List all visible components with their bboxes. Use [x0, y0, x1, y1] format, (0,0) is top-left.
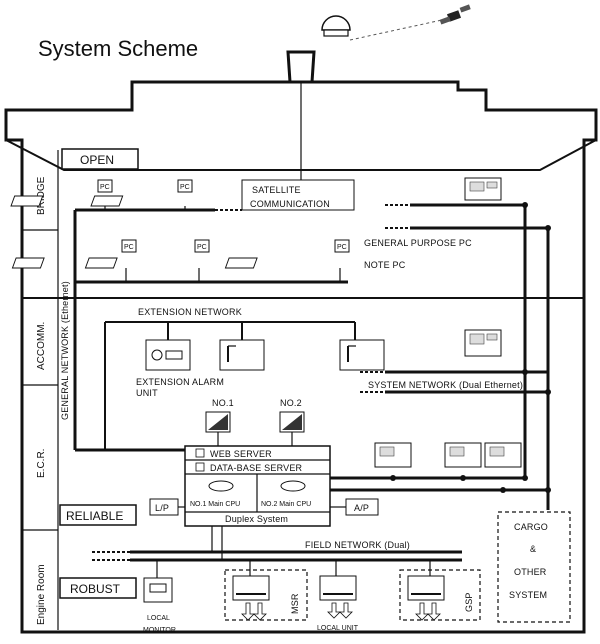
field-network: [92, 526, 462, 578]
zone-accomm: ACCOMM.: [36, 322, 47, 370]
satellite-dish-icon: [321, 15, 351, 37]
svg-text:SATELLITE: SATELLITE: [252, 185, 301, 195]
extension-alarm-label-1: EXTENSION ALARM: [136, 377, 224, 387]
cargo-label-4: SYSTEM: [509, 590, 547, 600]
general-pc-1: PC: [11, 239, 137, 282]
svg-text:PC: PC: [197, 244, 207, 251]
cargo-label-3: OTHER: [514, 567, 547, 577]
bridge-pc-2: PC: [90, 179, 193, 210]
local-monitor-label-1: LOCAL: [147, 615, 170, 622]
no2-controller: [279, 411, 305, 433]
gsp-group: [399, 569, 481, 621]
svg-text:L/P: L/P: [155, 503, 169, 513]
accomm-workstation: [464, 329, 502, 357]
svg-text:COMMUNICATION: COMMUNICATION: [250, 199, 330, 209]
local-monitor-label-2: MONITOR: [143, 627, 176, 634]
reliable-tag: RELIABLE: [59, 504, 137, 526]
cargo-other-system-box: [497, 511, 571, 623]
diagram-title: System Scheme: [38, 36, 198, 61]
gsp-label: GSP: [464, 592, 474, 612]
extension-network-label: EXTENSION NETWORK: [138, 307, 242, 317]
svg-text:PC: PC: [124, 244, 134, 251]
no2-label: NO.2: [280, 398, 302, 408]
general-network-label: GENERAL NETWORK (Ethernet): [60, 281, 70, 420]
note-pc: PC: [224, 239, 350, 282]
msr-group: [224, 569, 308, 621]
no1-controller: [205, 411, 231, 433]
zone-engine-room: Engine Room: [36, 564, 47, 625]
extension-alarm-unit: [145, 339, 191, 371]
local-monitor: [143, 577, 173, 603]
extension-device-3: [339, 339, 385, 371]
local-unit: [319, 575, 357, 619]
bridge-pc-1: PC: [10, 179, 113, 210]
ship-outline: [4, 50, 598, 634]
extension-device-2: [219, 339, 265, 371]
svg-text:RELIABLE: RELIABLE: [66, 509, 123, 523]
system-network: [330, 203, 550, 510]
ecr-workstation-2: [444, 442, 482, 468]
svg-text:OPEN: OPEN: [80, 153, 114, 167]
svg-text:PC: PC: [100, 184, 110, 191]
ap-box: A/P: [345, 498, 379, 516]
msr-label: MSR: [290, 593, 300, 614]
msr-unit: [232, 575, 270, 621]
bridge-workstation: [464, 177, 502, 201]
network-taps: [390, 202, 551, 493]
server-duplex-block: [184, 445, 331, 527]
svg-text:ROBUST: ROBUST: [70, 582, 121, 596]
satellite-icon: [439, 4, 471, 25]
satellite-communication-box: SATELLITE COMMUNICATION: [241, 179, 355, 211]
lp-box: L/P: [149, 498, 179, 516]
local-unit-label: LOCAL UNIT: [317, 625, 359, 632]
duplex-system-label: Duplex System: [225, 514, 288, 524]
ecr-workstation-3: [484, 442, 522, 468]
database-server-label: DATA-BASE SERVER: [210, 463, 303, 473]
svg-text:PC: PC: [337, 244, 347, 251]
gsp-unit: [407, 575, 445, 621]
web-server-label: WEB SERVER: [210, 449, 272, 459]
zone-ecr: E.C.R.: [36, 449, 47, 478]
general-network: [73, 208, 348, 452]
robust-tag: ROBUST: [59, 577, 137, 599]
cargo-label-2: &: [530, 544, 536, 554]
general-pc-2: PC: [84, 239, 210, 282]
cargo-label-1: CARGO: [514, 522, 548, 532]
cpu1-label: NO.1 Main CPU: [190, 501, 240, 508]
general-purpose-pc-label: GENERAL PURPOSE PC: [364, 238, 472, 248]
extension-network: [104, 321, 356, 450]
note-pc-label: NOTE PC: [364, 260, 406, 270]
svg-text:A/P: A/P: [354, 503, 369, 513]
system-network-label: SYSTEM NETWORK (Dual Ethernet): [368, 380, 523, 390]
extension-alarm-label-2: UNIT: [136, 388, 158, 398]
open-tag: OPEN: [61, 148, 139, 170]
field-network-label: FIELD NETWORK (Dual): [305, 540, 410, 550]
cpu2-label: NO.2 Main CPU: [261, 501, 311, 508]
no1-label: NO.1: [212, 398, 234, 408]
ecr-workstation-1: [374, 442, 412, 468]
svg-text:PC: PC: [180, 184, 190, 191]
